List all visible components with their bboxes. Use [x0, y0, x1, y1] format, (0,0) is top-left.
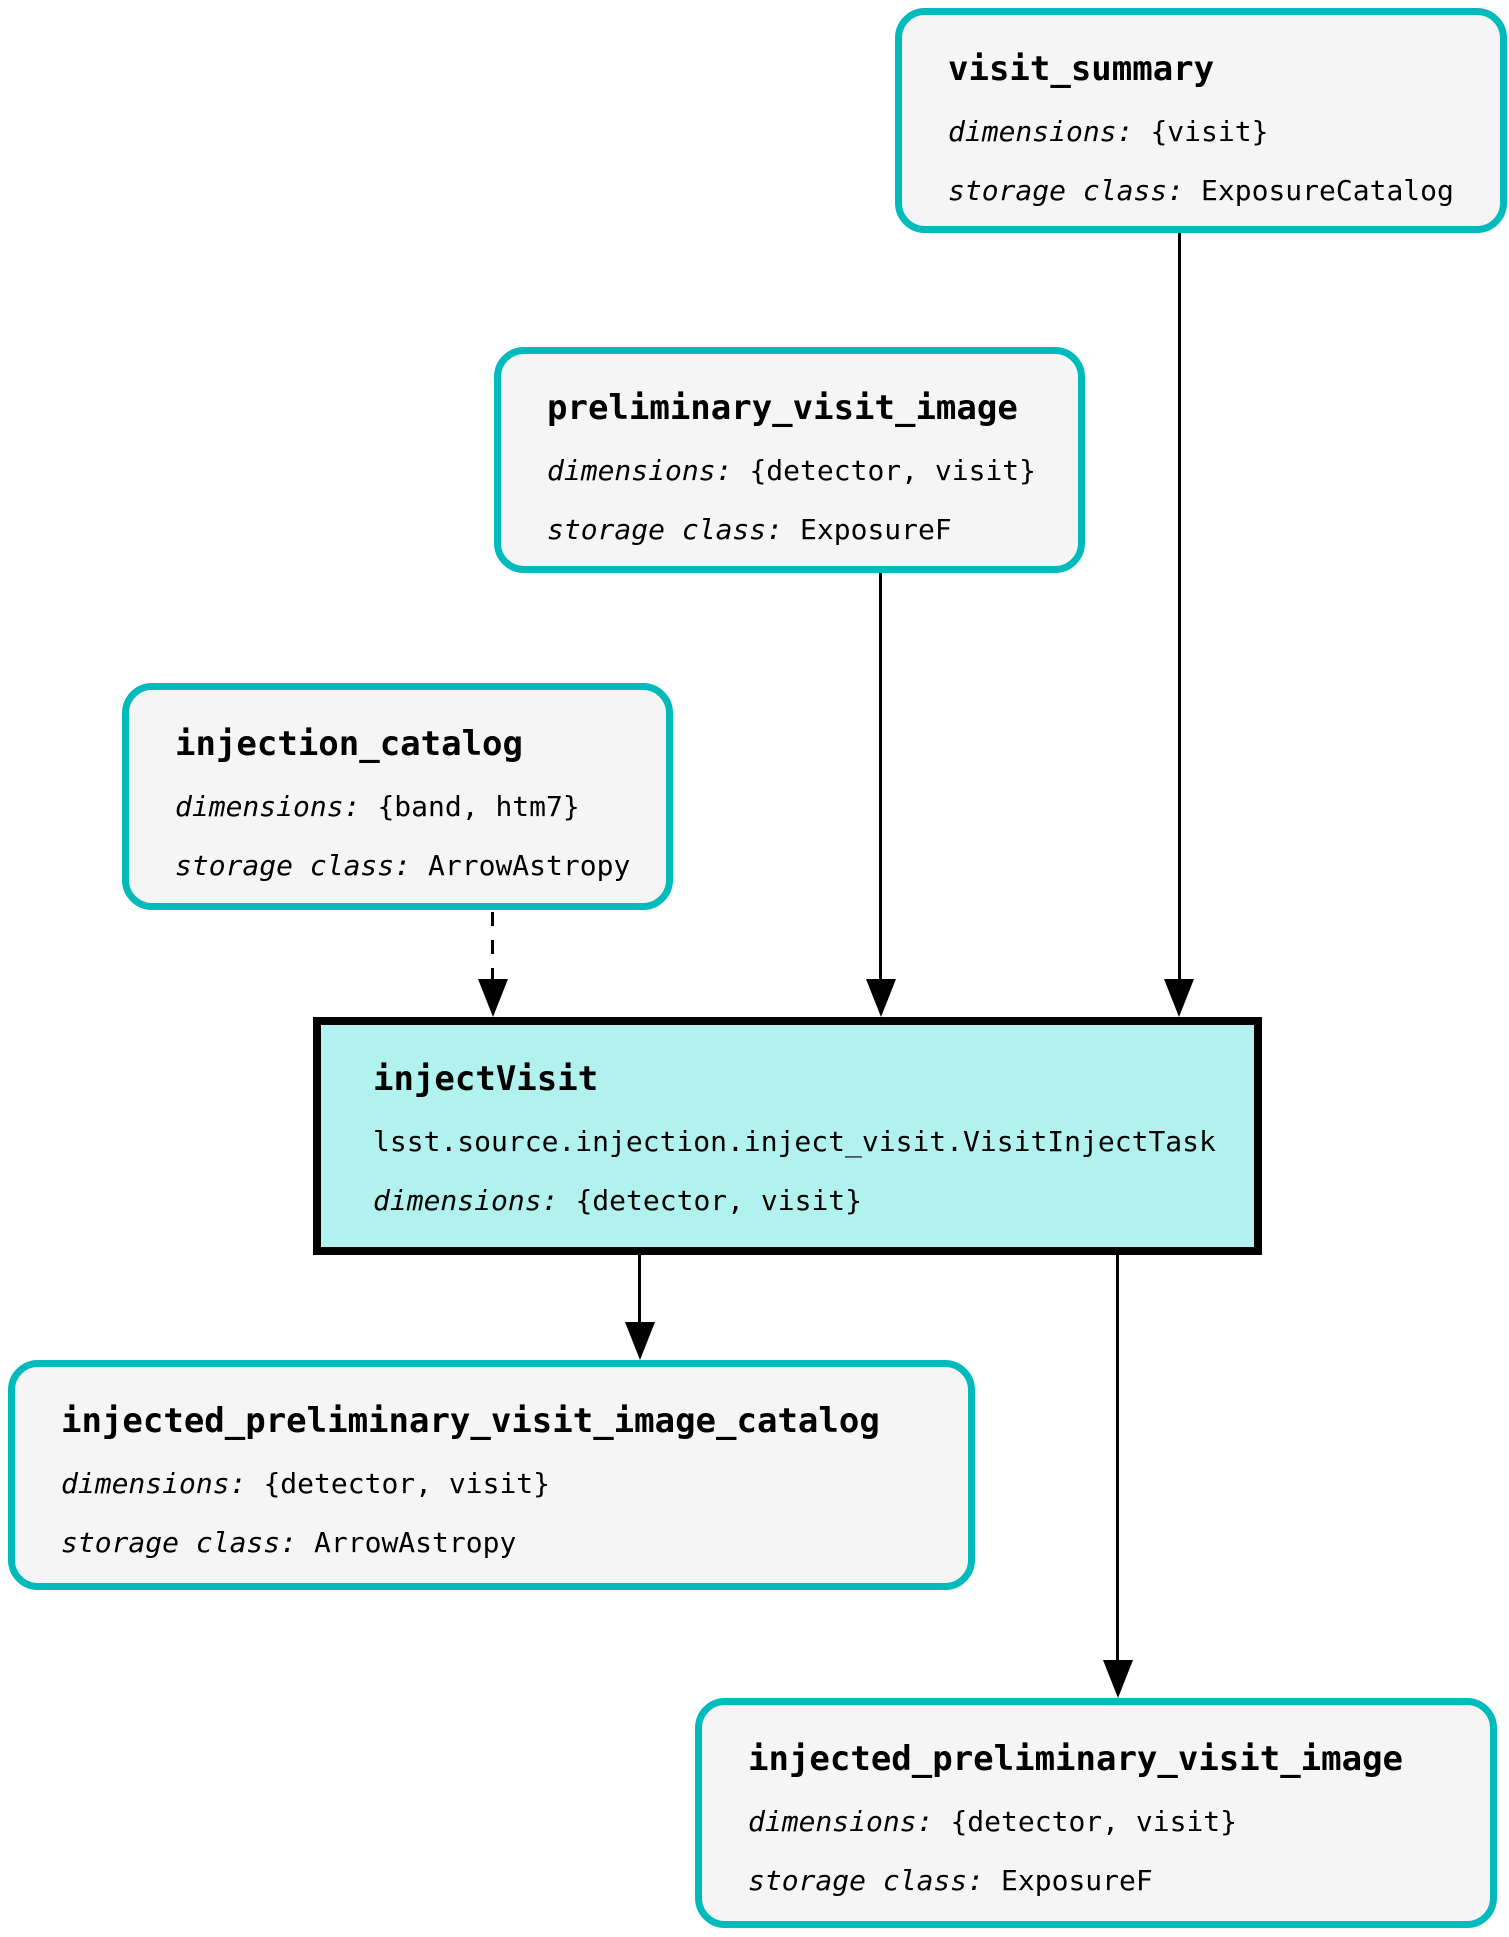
field-label: dimensions: [61, 1467, 247, 1500]
edge-visit-summary-to-injectvisit-line [1178, 233, 1181, 983]
field-storage-class: storage class: ArrowAstropy [175, 849, 630, 883]
node-title: injection_catalog [175, 724, 523, 764]
task-class-path: lsst.source.injection.inject_visit.Visit… [373, 1125, 1216, 1158]
field-value: ArrowAstropy [428, 849, 631, 882]
edge-injectvisit-to-injected-preliminary-visit-image-catalog-arrowhead [625, 1322, 655, 1360]
field-storage-class: storage class: ExposureF [547, 513, 952, 547]
field-storage-class: storage class: ArrowAstropy [61, 1526, 516, 1560]
field-value: ExposureF [1001, 1864, 1153, 1897]
node-title: injected_preliminary_visit_image [748, 1739, 1404, 1779]
field-label: dimensions: [175, 790, 361, 823]
field-value: {visit} [1150, 115, 1269, 148]
edge-preliminary-visit-image-to-injectvisit-line [879, 573, 882, 983]
edge-injectvisit-to-injected-preliminary-visit-image-catalog-line [638, 1255, 641, 1327]
node-title: injected_preliminary_visit_image_catalog [61, 1401, 880, 1441]
field-value: {band, htm7} [377, 790, 580, 823]
node-title: visit_summary [948, 49, 1215, 89]
field-label: storage class: [748, 1864, 985, 1897]
field-value: {detector, visit} [575, 1184, 863, 1217]
edge-injectvisit-to-injected-preliminary-visit-image-line [1116, 1255, 1119, 1665]
field-dimensions: dimensions: {detector, visit} [748, 1805, 1237, 1839]
field-label: storage class: [61, 1526, 298, 1559]
edge-injectvisit-to-injected-preliminary-visit-image-arrowhead [1103, 1660, 1133, 1698]
field-dimensions: dimensions: {visit} [948, 115, 1268, 149]
edge-injection-catalog-to-injectvisit-line [491, 912, 494, 984]
field-value: {detector, visit} [749, 454, 1037, 487]
node-title: preliminary_visit_image [547, 388, 1018, 428]
field-label: dimensions: [748, 1805, 934, 1838]
field-label: storage class: [948, 174, 1185, 207]
field-value: {detector, visit} [950, 1805, 1238, 1838]
field-value: ArrowAstropy [314, 1526, 517, 1559]
node-injected-preliminary-visit-image: injected_preliminary_visit_image dimensi… [695, 1698, 1497, 1928]
field-value: ExposureCatalog [1201, 174, 1454, 207]
field-label: storage class: [547, 513, 784, 546]
field-value: {detector, visit} [263, 1467, 551, 1500]
field-storage-class: storage class: ExposureCatalog [948, 174, 1454, 208]
node-injected-preliminary-visit-image-catalog: injected_preliminary_visit_image_catalog… [8, 1360, 975, 1590]
field-label: dimensions: [373, 1184, 559, 1217]
edge-visit-summary-to-injectvisit-arrowhead [1164, 979, 1194, 1017]
node-injectvisit-task: injectVisit lsst.source.injection.inject… [313, 1017, 1262, 1255]
field-label: dimensions: [948, 115, 1134, 148]
field-storage-class: storage class: ExposureF [748, 1864, 1153, 1898]
field-dimensions: dimensions: {band, htm7} [175, 790, 580, 824]
node-preliminary-visit-image: preliminary_visit_image dimensions: {dete… [494, 347, 1085, 573]
field-dimensions: dimensions: {detector, visit} [373, 1184, 862, 1218]
node-visit-summary: visit_summary dimensions: {visit} storage… [895, 8, 1507, 233]
field-label: storage class: [175, 849, 412, 882]
field-label: dimensions: [547, 454, 733, 487]
edge-preliminary-visit-image-to-injectvisit-arrowhead [866, 979, 896, 1017]
field-dimensions: dimensions: {detector, visit} [61, 1467, 550, 1501]
field-value: ExposureF [800, 513, 952, 546]
node-injection-catalog: injection_catalog dimensions: {band, htm7… [122, 683, 673, 910]
field-dimensions: dimensions: {detector, visit} [547, 454, 1036, 488]
edge-injection-catalog-to-injectvisit-arrowhead [478, 979, 508, 1017]
node-title: injectVisit [373, 1059, 599, 1099]
